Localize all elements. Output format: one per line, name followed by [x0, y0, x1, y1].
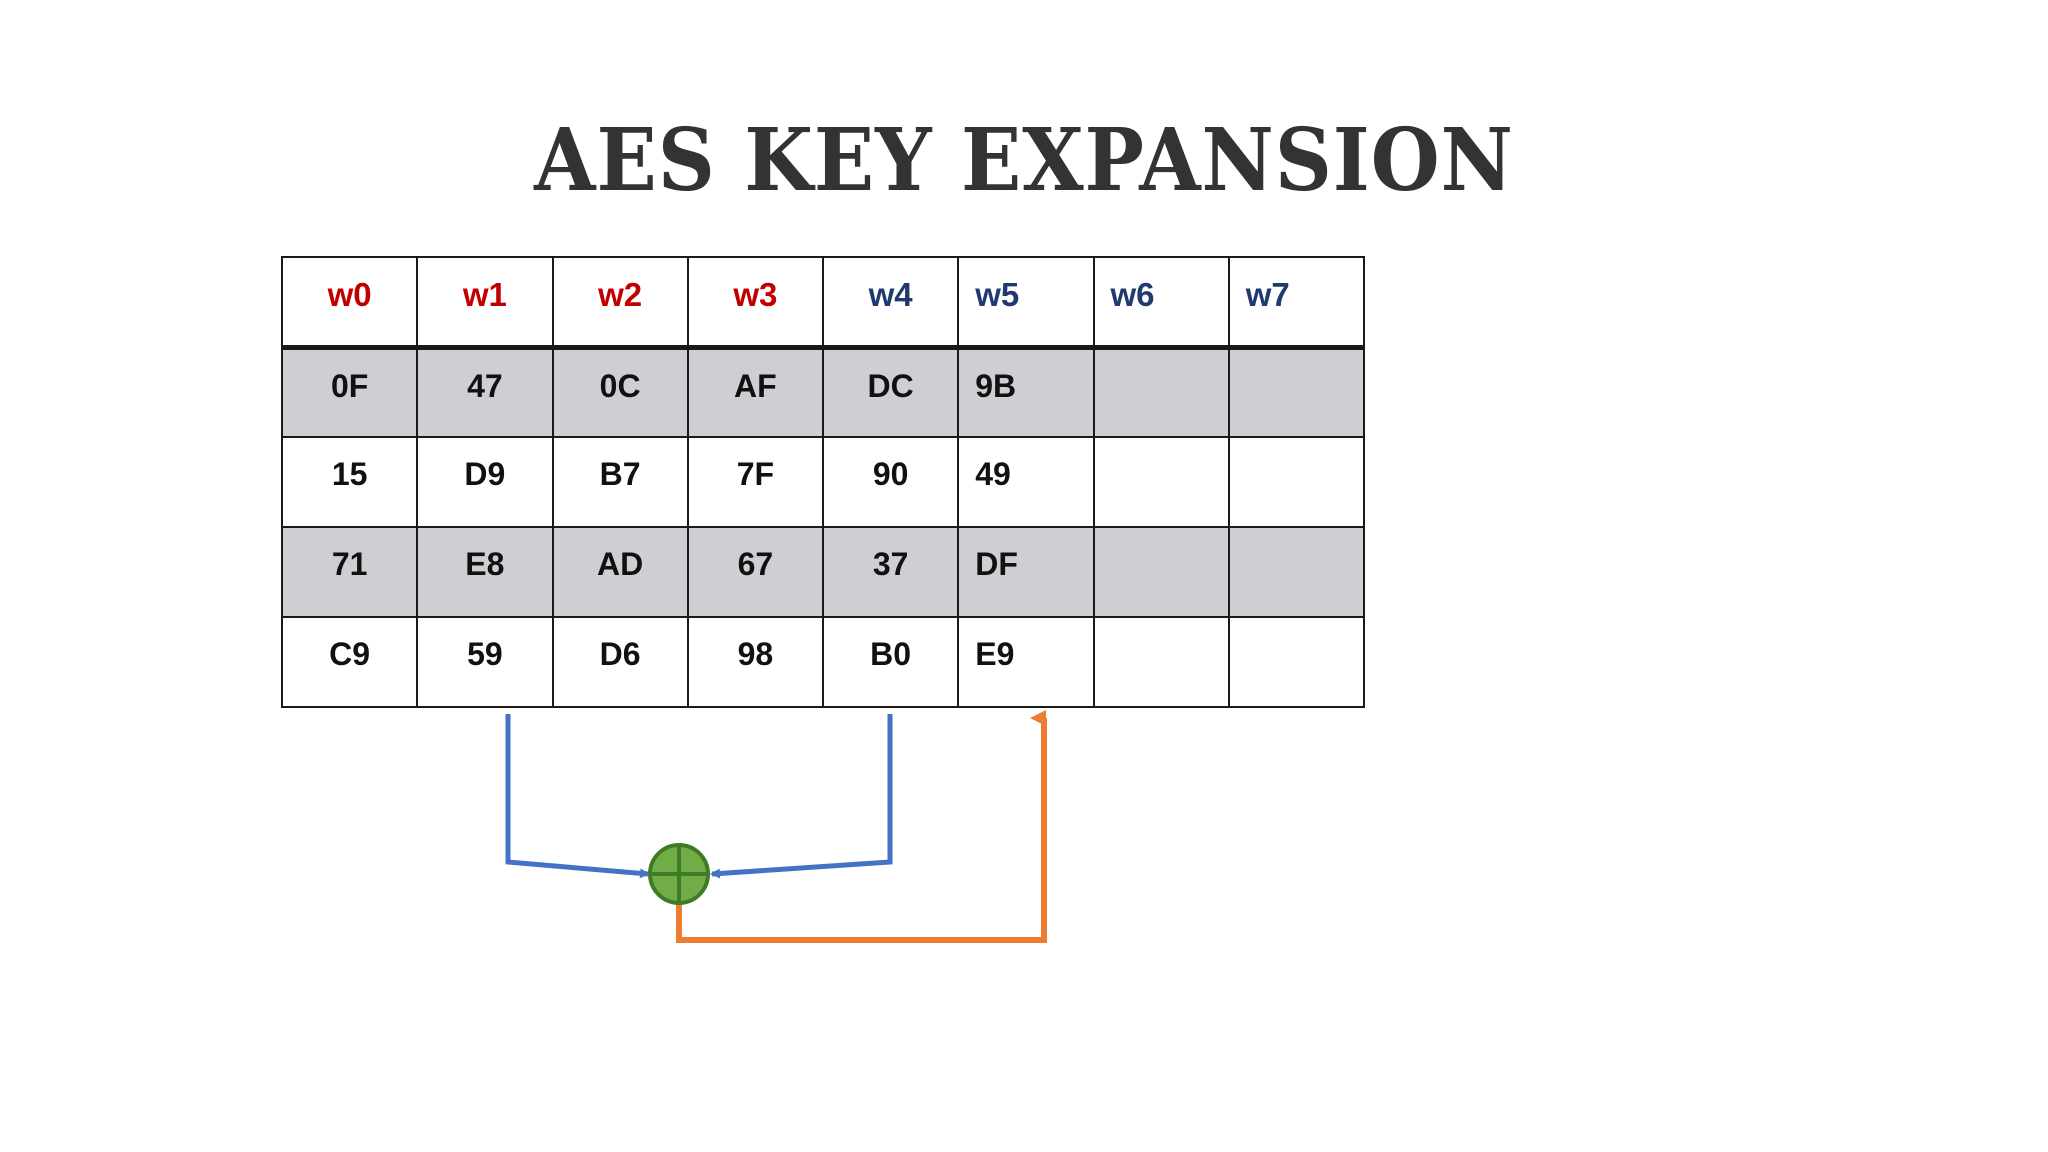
- table-cell: 71: [280, 526, 419, 618]
- header-w6: w6: [1092, 256, 1230, 350]
- xor-icon: [648, 843, 710, 905]
- table-cell: 7F: [686, 436, 825, 528]
- table-cell: D9: [416, 436, 554, 528]
- table-cell: [1227, 616, 1366, 708]
- header-w2: w2: [551, 256, 689, 350]
- table-cell: E9: [957, 616, 1095, 708]
- w1-input-arrow: [505, 714, 650, 879]
- header-w0: w0: [280, 256, 419, 350]
- table-cell: DF: [957, 526, 1095, 618]
- table-cell: E8: [416, 526, 554, 618]
- table-cell: [1227, 436, 1366, 528]
- table-cell: 90: [821, 436, 960, 528]
- table-cell: 0F: [280, 346, 419, 438]
- table-header-row: w0 w1 w2 w3 w4 w5 w6 w7: [280, 256, 1366, 350]
- table-cell: C9: [280, 616, 419, 708]
- table-row: C9 59 D6 98 B0 E9: [280, 616, 1366, 708]
- table-cell: 67: [686, 526, 825, 618]
- table-cell: 59: [416, 616, 554, 708]
- table-cell: [1092, 616, 1230, 708]
- table-cell: [1227, 346, 1366, 438]
- slide-title: AES KEY EXPANSION: [534, 110, 1514, 211]
- table-cell: 9B: [957, 346, 1095, 438]
- table-cell: 98: [686, 616, 825, 708]
- table-cell: 49: [957, 436, 1095, 528]
- table-cell: AF: [686, 346, 825, 438]
- table-cell: DC: [821, 346, 960, 438]
- key-words-table: w0 w1 w2 w3 w4 w5 w6 w7 0F 47 0C AF DC 9…: [280, 256, 1366, 708]
- table-cell: [1092, 526, 1230, 618]
- xor-output-arrow: [676, 710, 1047, 943]
- header-w1: w1: [416, 256, 554, 350]
- table-cell: [1227, 526, 1366, 618]
- table-cell: B0: [821, 616, 960, 708]
- table-cell: [1092, 346, 1230, 438]
- header-w7: w7: [1227, 256, 1366, 350]
- table-row: 0F 47 0C AF DC 9B: [280, 346, 1366, 438]
- table-cell: AD: [551, 526, 689, 618]
- header-w3: w3: [686, 256, 825, 350]
- table-cell: 0C: [551, 346, 689, 438]
- header-w4: w4: [821, 256, 960, 350]
- w4-input-arrow: [710, 714, 893, 879]
- table-row: 71 E8 AD 67 37 DF: [280, 526, 1366, 618]
- table-cell: 15: [280, 436, 419, 528]
- table-cell: [1092, 436, 1230, 528]
- header-w5: w5: [957, 256, 1095, 350]
- table-cell: 37: [821, 526, 960, 618]
- table-cell: 47: [416, 346, 554, 438]
- table-cell: B7: [551, 436, 689, 528]
- table-cell: D6: [551, 616, 689, 708]
- table-row: 15 D9 B7 7F 90 49: [280, 436, 1366, 528]
